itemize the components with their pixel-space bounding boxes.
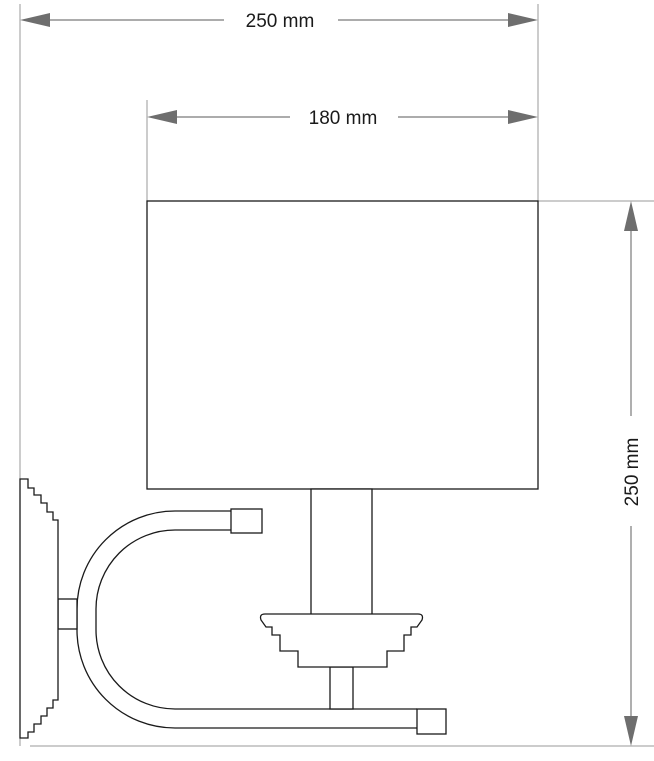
height-top-arrow: [624, 201, 638, 231]
shade-width-right-arrow: [508, 110, 538, 124]
overall-width-right-arrow: [508, 13, 538, 27]
lamp-shade: [146, 200, 539, 490]
overall-width-left-arrow: [20, 13, 50, 27]
wall-mount-plate: [19, 478, 59, 739]
wall-connector: [57, 598, 78, 630]
overall-height-dimension: 250 mm: [622, 201, 643, 746]
shade-width-dimension: 180 mm: [147, 108, 538, 129]
curved-arm-inner: [95, 529, 417, 710]
arm-lower-end-cap: [416, 708, 447, 735]
overall-width-label: 250 mm: [246, 11, 315, 32]
height-bottom-arrow: [624, 716, 638, 746]
overall-height-label: 250 mm: [622, 438, 643, 507]
overall-width-dimension: 250 mm: [20, 11, 538, 32]
arm-upper-end-cap: [230, 508, 263, 534]
lamp: [19, 200, 539, 739]
cup-support-post: [329, 666, 354, 710]
shade-width-label: 180 mm: [309, 108, 378, 129]
candle-cup: [259, 613, 424, 668]
shade-width-left-arrow: [147, 110, 177, 124]
lamp-stem: [310, 488, 373, 617]
